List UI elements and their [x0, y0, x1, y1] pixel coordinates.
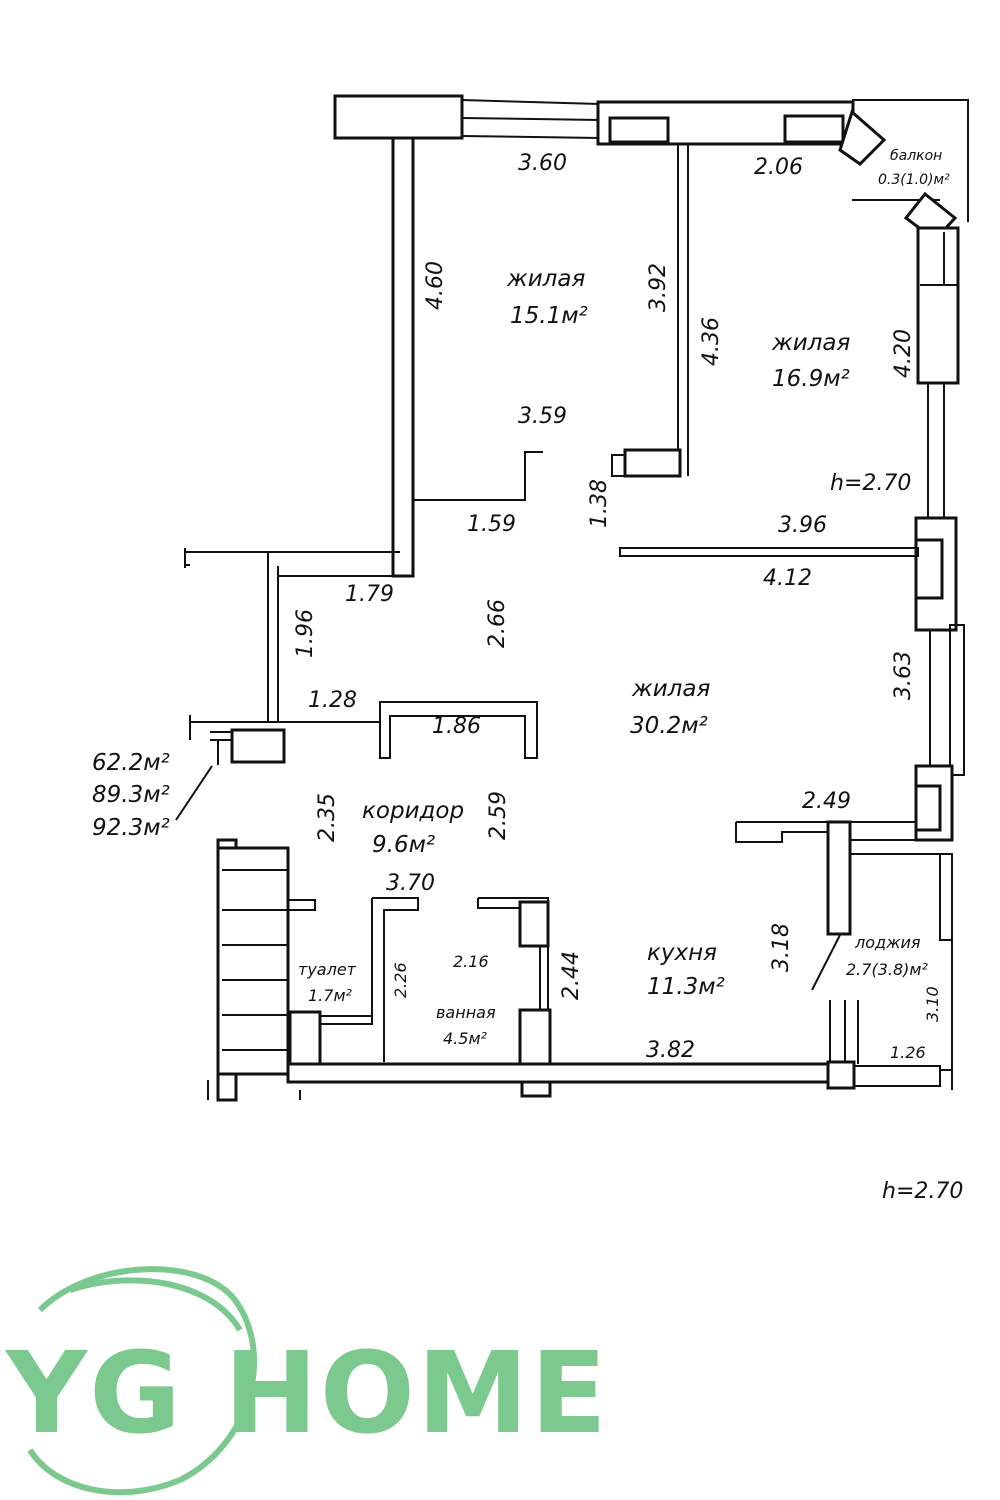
dim-label: 2.35: [315, 793, 340, 842]
dim-label: 2.16: [453, 952, 489, 971]
dim-label: 3.10: [923, 986, 942, 1022]
dim-label: 3.82: [646, 1038, 695, 1063]
room-labels: жилая 15.1м² жилая 16.9м² жилая 30.2м² к…: [298, 148, 950, 1048]
dimension-labels: 3.60 2.06 4.60 3.92 4.36 4.20 3.59 1.38 …: [293, 151, 942, 1063]
room-area-balcony: 0.3(1.0)м²: [878, 172, 950, 188]
room-name-corridor: коридор: [362, 798, 464, 824]
logo-text: YG HOME: [4, 1329, 609, 1459]
dim-label: 2.06: [754, 155, 803, 180]
room-area-kitchen: 11.3м²: [647, 974, 725, 1000]
ceiling-height-label: h=2.70: [830, 471, 911, 496]
dim-label: 3.96: [778, 513, 827, 538]
room-area-bath: 4.5м²: [443, 1029, 488, 1048]
room-area-toilet: 1.7м²: [308, 986, 353, 1005]
dim-label: 1.26: [890, 1043, 926, 1062]
room-name-living-2: жилая: [771, 330, 850, 356]
room-name-bath: ванная: [436, 1003, 496, 1022]
room-name-kitchen: кухня: [647, 940, 717, 966]
dim-label: 4.20: [891, 329, 916, 378]
dim-label: 1.79: [345, 582, 394, 607]
dim-label: 1.96: [293, 609, 318, 658]
yg-home-logo: YG HOME: [4, 1266, 609, 1496]
total-living-area: 62.2м²: [92, 750, 170, 776]
footer-height-label: h=2.70: [882, 1179, 963, 1204]
room-name-toilet: туалет: [298, 960, 357, 979]
dim-label: 1.59: [467, 512, 516, 537]
dim-label: 3.92: [646, 263, 671, 312]
dim-label: 2.26: [391, 962, 410, 998]
room-name-loggia: лоджия: [854, 933, 921, 952]
room-area-living-1: 15.1м²: [510, 303, 588, 329]
total-area-with-loggia: 92.3м²: [92, 815, 170, 841]
room-name-living-1: жилая: [506, 266, 585, 292]
room-area-corridor: 9.6м²: [372, 832, 435, 858]
room-name-living-3: жилая: [631, 676, 710, 702]
dim-label: 2.59: [486, 791, 511, 840]
room-area-living-3: 30.2м²: [630, 713, 708, 739]
dim-label: 3.59: [518, 404, 567, 429]
dim-label: 1.28: [308, 688, 357, 713]
dim-label: 3.60: [518, 151, 567, 176]
area-totals: 62.2м² 89.3м² 92.3м²: [92, 750, 170, 841]
dim-label: 3.18: [769, 923, 794, 972]
dim-label: 2.44: [559, 951, 584, 1000]
dim-label: 3.63: [891, 651, 916, 700]
room-area-loggia: 2.7(3.8)м²: [846, 960, 928, 979]
total-area: 89.3м²: [92, 782, 170, 808]
dim-label: 4.36: [699, 317, 724, 366]
walls: [175, 94, 969, 1102]
dim-label: 4.60: [423, 261, 448, 310]
room-name-balcony: балкон: [890, 148, 942, 164]
dim-label: 2.66: [485, 599, 510, 648]
dim-label: 1.38: [587, 479, 612, 528]
dim-label: 1.86: [432, 714, 481, 739]
dim-label: 4.12: [763, 566, 812, 591]
dim-label: 3.70: [386, 871, 435, 896]
room-area-living-2: 16.9м²: [772, 366, 850, 392]
dim-label: 2.49: [802, 789, 851, 814]
